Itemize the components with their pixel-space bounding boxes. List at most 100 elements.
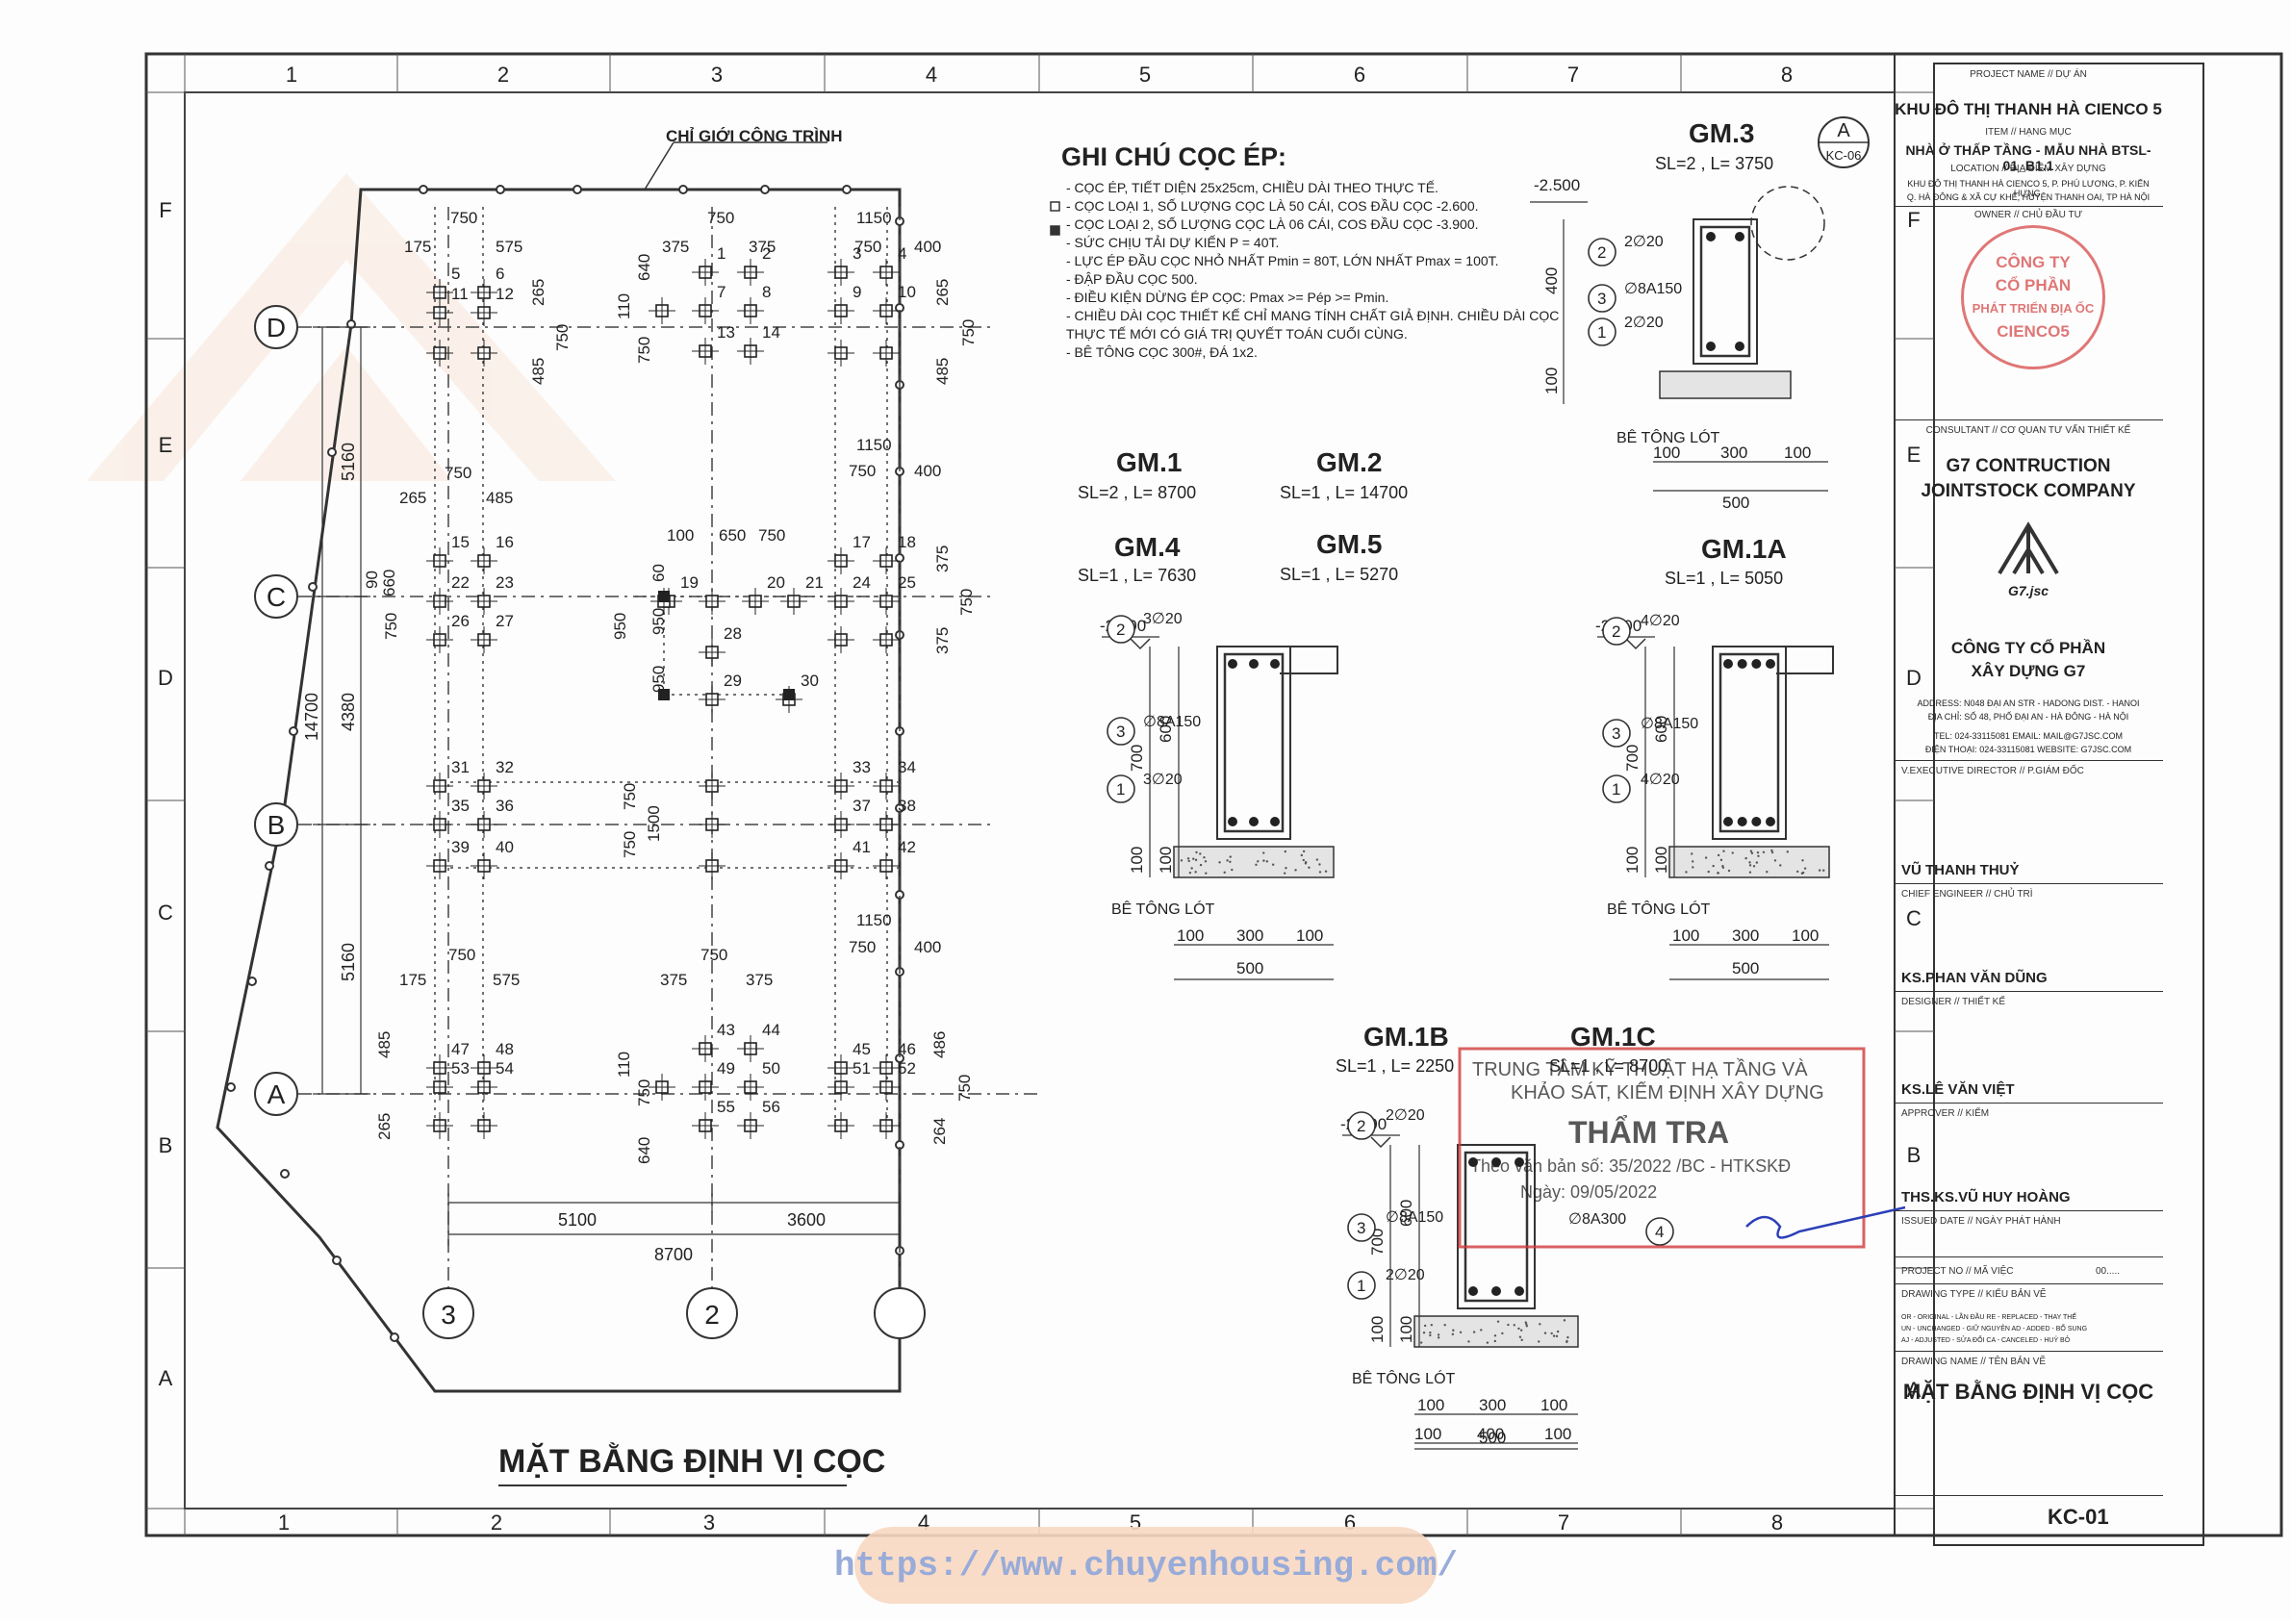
- drawing-name: MẶT BẰNG ĐỊNH VỊ CỌC: [1894, 1380, 2163, 1405]
- local-dimension: 750: [553, 324, 572, 351]
- dim-5160-bottom: 5160: [339, 943, 358, 981]
- local-dimension: 400: [914, 938, 941, 956]
- callout-bubble: 1: [1612, 780, 1620, 799]
- pile-number: 26: [451, 612, 470, 630]
- callout-bubble: 2: [1597, 243, 1606, 262]
- pile-number: 53: [451, 1059, 470, 1078]
- local-dimension: 375: [933, 627, 952, 654]
- dim-300: 300: [1720, 444, 1747, 462]
- local-dimension: 100: [667, 526, 694, 545]
- svg-text:THẨM TRA: THẨM TRA: [1568, 1115, 1729, 1150]
- note-line: - ĐIỀU KIỆN DỪNG ÉP CỌC: Pmax >= Pép >= …: [1066, 290, 1388, 305]
- note-line: - BÊ TÔNG CỌC 300#, ĐÁ 1x2.: [1066, 344, 1258, 360]
- pile-number: 6: [496, 265, 504, 283]
- beam-gm3: GM.3: [1689, 118, 1754, 148]
- beam-gm1b: GM.1B: [1363, 1022, 1449, 1052]
- local-dimension: 175: [399, 971, 426, 989]
- pile-number: 27: [496, 612, 514, 630]
- section-label: ∅8A150: [1386, 1209, 1443, 1226]
- watermark-url[interactable]: https://www.chuyenhousing.com/: [854, 1527, 1438, 1604]
- lean-concrete-label: BÊ TÔNG LÓT: [1111, 900, 1215, 918]
- local-dimension: 1500: [645, 805, 663, 842]
- note-line: - CỌC LOẠI 1, SỐ LƯỢNG CỌC LÀ 50 CÁI, CO…: [1066, 197, 1479, 214]
- pile-number: 37: [853, 797, 871, 815]
- note-line: THỰC TẾ MỚI CÓ GIÁ TRỊ QUYẾT TOÁN CUỐI C…: [1066, 325, 1408, 342]
- dim-100: 100: [1157, 847, 1175, 874]
- local-dimension: 1150: [856, 911, 892, 929]
- svg-text:Ngày: 09/05/2022: Ngày: 09/05/2022: [1520, 1182, 1657, 1202]
- axis-D: D: [267, 313, 286, 343]
- local-dimension: 950: [649, 666, 668, 693]
- svg-text:SL=1 , L= 2250: SL=1 , L= 2250: [1336, 1056, 1454, 1076]
- pile-number: 34: [898, 758, 916, 776]
- beam-gm5: GM.5: [1316, 529, 1382, 559]
- g7-logo-icon: [1995, 516, 2062, 583]
- local-dimension: 750: [382, 613, 400, 640]
- dim-100: 100: [1784, 444, 1811, 462]
- local-dimension: 485: [933, 358, 952, 385]
- pile-number: 7: [717, 283, 725, 301]
- note-line: - LỰC ÉP ĐẦU CỌC NHỎ NHẤT Pmin = 80T, LỚ…: [1066, 252, 1499, 268]
- dim-300: 300: [1236, 926, 1263, 945]
- local-dimension: 265: [399, 489, 426, 507]
- grid-col-top-7: 7: [1567, 63, 1579, 87]
- grid-col-top-3: 3: [711, 63, 723, 87]
- local-dimension: 640: [635, 254, 653, 281]
- svg-text:SL=1 , L= 5050: SL=1 , L= 5050: [1665, 569, 1783, 588]
- local-dimension: 375: [660, 971, 687, 989]
- callout-bubble: 1: [1357, 1277, 1365, 1295]
- local-dimension: 750: [854, 238, 881, 256]
- section-label: ∅8A150: [1624, 281, 1682, 297]
- beam-gm4: GM.4: [1114, 532, 1181, 562]
- pile-number: 32: [496, 758, 514, 776]
- local-dimension: 485: [529, 358, 547, 385]
- local-dimension: 750: [621, 783, 639, 810]
- dim-100: 100: [1623, 847, 1642, 874]
- note-line: - ĐẬP ĐẦU CỌC 500.: [1066, 271, 1198, 287]
- pile-number: 22: [451, 573, 470, 592]
- pile-number: 36: [496, 797, 514, 815]
- dim-700: 700: [1128, 745, 1146, 772]
- dim-100: 100: [1414, 1425, 1441, 1443]
- pile-number: 4: [898, 244, 906, 263]
- beam-gm1c: GM.1C: [1570, 1022, 1656, 1052]
- note-line: - CỌC LOẠI 2, SỐ LƯỢNG CỌC LÀ 06 CÁI, CO…: [1066, 216, 1479, 232]
- dim-100: 100: [1544, 1425, 1571, 1443]
- section-label: ∅8A300: [1568, 1211, 1626, 1228]
- local-dimension: 375: [662, 238, 689, 256]
- local-dimension: 485: [486, 489, 513, 507]
- pile-number: 46: [898, 1040, 916, 1058]
- local-dimension: 575: [496, 238, 522, 256]
- grid-col-bottom-8: 8: [1771, 1510, 1783, 1535]
- svg-text:SL=1 , L= 14700: SL=1 , L= 14700: [1280, 483, 1408, 502]
- pile-number: 14: [762, 323, 780, 342]
- pile-number: 39: [451, 838, 470, 856]
- dim-100: 100: [1652, 847, 1670, 874]
- pile-number: 48: [496, 1040, 514, 1058]
- local-dimension: 110: [615, 1052, 633, 1078]
- boundary-label: CHỈ GIỚI CÔNG TRÌNH: [666, 127, 843, 145]
- local-dimension: 950: [611, 613, 629, 640]
- local-dimension: 265: [933, 279, 952, 306]
- svg-text:A: A: [1837, 120, 1850, 141]
- dim-14700: 14700: [302, 693, 321, 741]
- local-dimension: 265: [529, 279, 547, 306]
- dim-5100: 5100: [558, 1210, 597, 1230]
- callout-bubble: 2: [1116, 621, 1125, 639]
- pile-number: 54: [496, 1059, 514, 1078]
- svg-text:SL=2 , L= 8700: SL=2 , L= 8700: [1078, 483, 1196, 502]
- pile-number: 8: [762, 283, 771, 301]
- lean-concrete-label: BÊ TÔNG LÓT: [1607, 900, 1711, 918]
- dim-500: 500: [1732, 959, 1759, 977]
- pile-number: 18: [898, 533, 916, 551]
- chief-name: KS.PHAN VĂN DŨNG: [1901, 970, 2048, 986]
- local-dimension: 750: [959, 319, 978, 346]
- designer-name: KS.LÊ VĂN VIỆT: [1901, 1081, 2015, 1098]
- local-dimension: 375: [746, 971, 773, 989]
- local-dimension: 750: [849, 462, 876, 480]
- section-label: 3∅20: [1143, 611, 1183, 627]
- local-dimension: 660: [380, 570, 398, 596]
- pile-number: 40: [496, 838, 514, 856]
- local-dimension: 750: [448, 946, 475, 964]
- pile-number: 49: [717, 1059, 735, 1078]
